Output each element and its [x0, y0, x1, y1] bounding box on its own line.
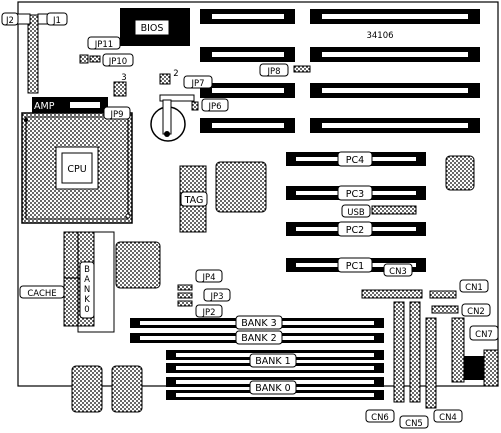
cn3-header [361, 289, 423, 299]
bios-label: BIOS [141, 23, 164, 34]
svg-text:N: N [84, 285, 90, 295]
jp3-jumper [177, 292, 193, 299]
svg-text:A: A [84, 275, 90, 285]
jp9-label: JP9 [109, 110, 123, 120]
cn1-label: CN1 [465, 283, 483, 293]
cn5-header [409, 301, 421, 403]
jp2-label: JP2 [201, 308, 215, 318]
j2-label: J2 [5, 16, 14, 26]
jp3-label: JP3 [209, 292, 223, 302]
pin-3-label: 3 [121, 73, 126, 83]
pc4-label: PC4 [346, 155, 364, 166]
pc1-label: PC1 [346, 261, 364, 272]
bank1-label: BANK 1 [255, 356, 290, 367]
cn7-label: CN7 [475, 330, 493, 340]
svg-text:0: 0 [84, 305, 89, 315]
jp11-label: JP11 [94, 40, 113, 50]
svg-text:B: B [84, 265, 90, 275]
jp7-label: JP7 [190, 79, 204, 89]
j1-label: J1 [52, 16, 61, 26]
bank2-label: BANK 2 [241, 333, 276, 344]
jp10-label: JP10 [108, 57, 127, 67]
jp6-jumper [191, 101, 199, 111]
cn1-header [429, 290, 457, 299]
jp4-label: JP4 [201, 273, 215, 283]
isa-slots [200, 9, 480, 133]
jp4-jumper [177, 284, 193, 291]
bank0-vertical-label: B A N K 0 [84, 265, 90, 315]
jp6-label: JP6 [207, 102, 221, 112]
j1-header [27, 14, 39, 94]
cache-label: CACHE [27, 289, 56, 299]
pc2-label: PC2 [346, 225, 364, 236]
cn2-label: CN2 [467, 307, 485, 317]
svg-text:K: K [84, 295, 90, 305]
cn3-label: CN3 [389, 267, 407, 277]
cn6-label: CN6 [371, 413, 389, 423]
jp9-jumper [113, 81, 127, 97]
jp2-jumper [177, 300, 193, 307]
cache-chip-bl1 [71, 365, 103, 413]
usb-header [371, 205, 417, 215]
cn2-header [431, 305, 459, 314]
cn7-header [451, 317, 465, 383]
cn5-label: CN5 [405, 419, 423, 429]
bank0-label: BANK 0 [255, 383, 290, 394]
jp8-label: JP8 [266, 67, 280, 77]
bank3-label: BANK 3 [241, 318, 276, 329]
chipset-main [215, 161, 267, 213]
jp11-jumper [79, 54, 89, 64]
cpu-label: CPU [67, 164, 86, 175]
jp8-jumper [293, 65, 311, 73]
amp-label: AMP [34, 101, 55, 112]
cn6-header [393, 301, 405, 403]
jp7-jumper [159, 73, 171, 85]
jp10-jumper [89, 55, 101, 63]
cn4-header [425, 317, 437, 409]
board-number: 34106 [366, 31, 393, 41]
cn4-label: CN4 [439, 413, 457, 423]
chipset-secondary [115, 241, 161, 289]
usb-label: USB [347, 208, 365, 218]
tag-label: TAG [184, 195, 204, 206]
pin-2-label: 2 [173, 69, 178, 79]
chipset-right [445, 155, 475, 191]
cache-chip-bl2 [111, 365, 143, 413]
pc3-label: PC3 [346, 189, 364, 200]
